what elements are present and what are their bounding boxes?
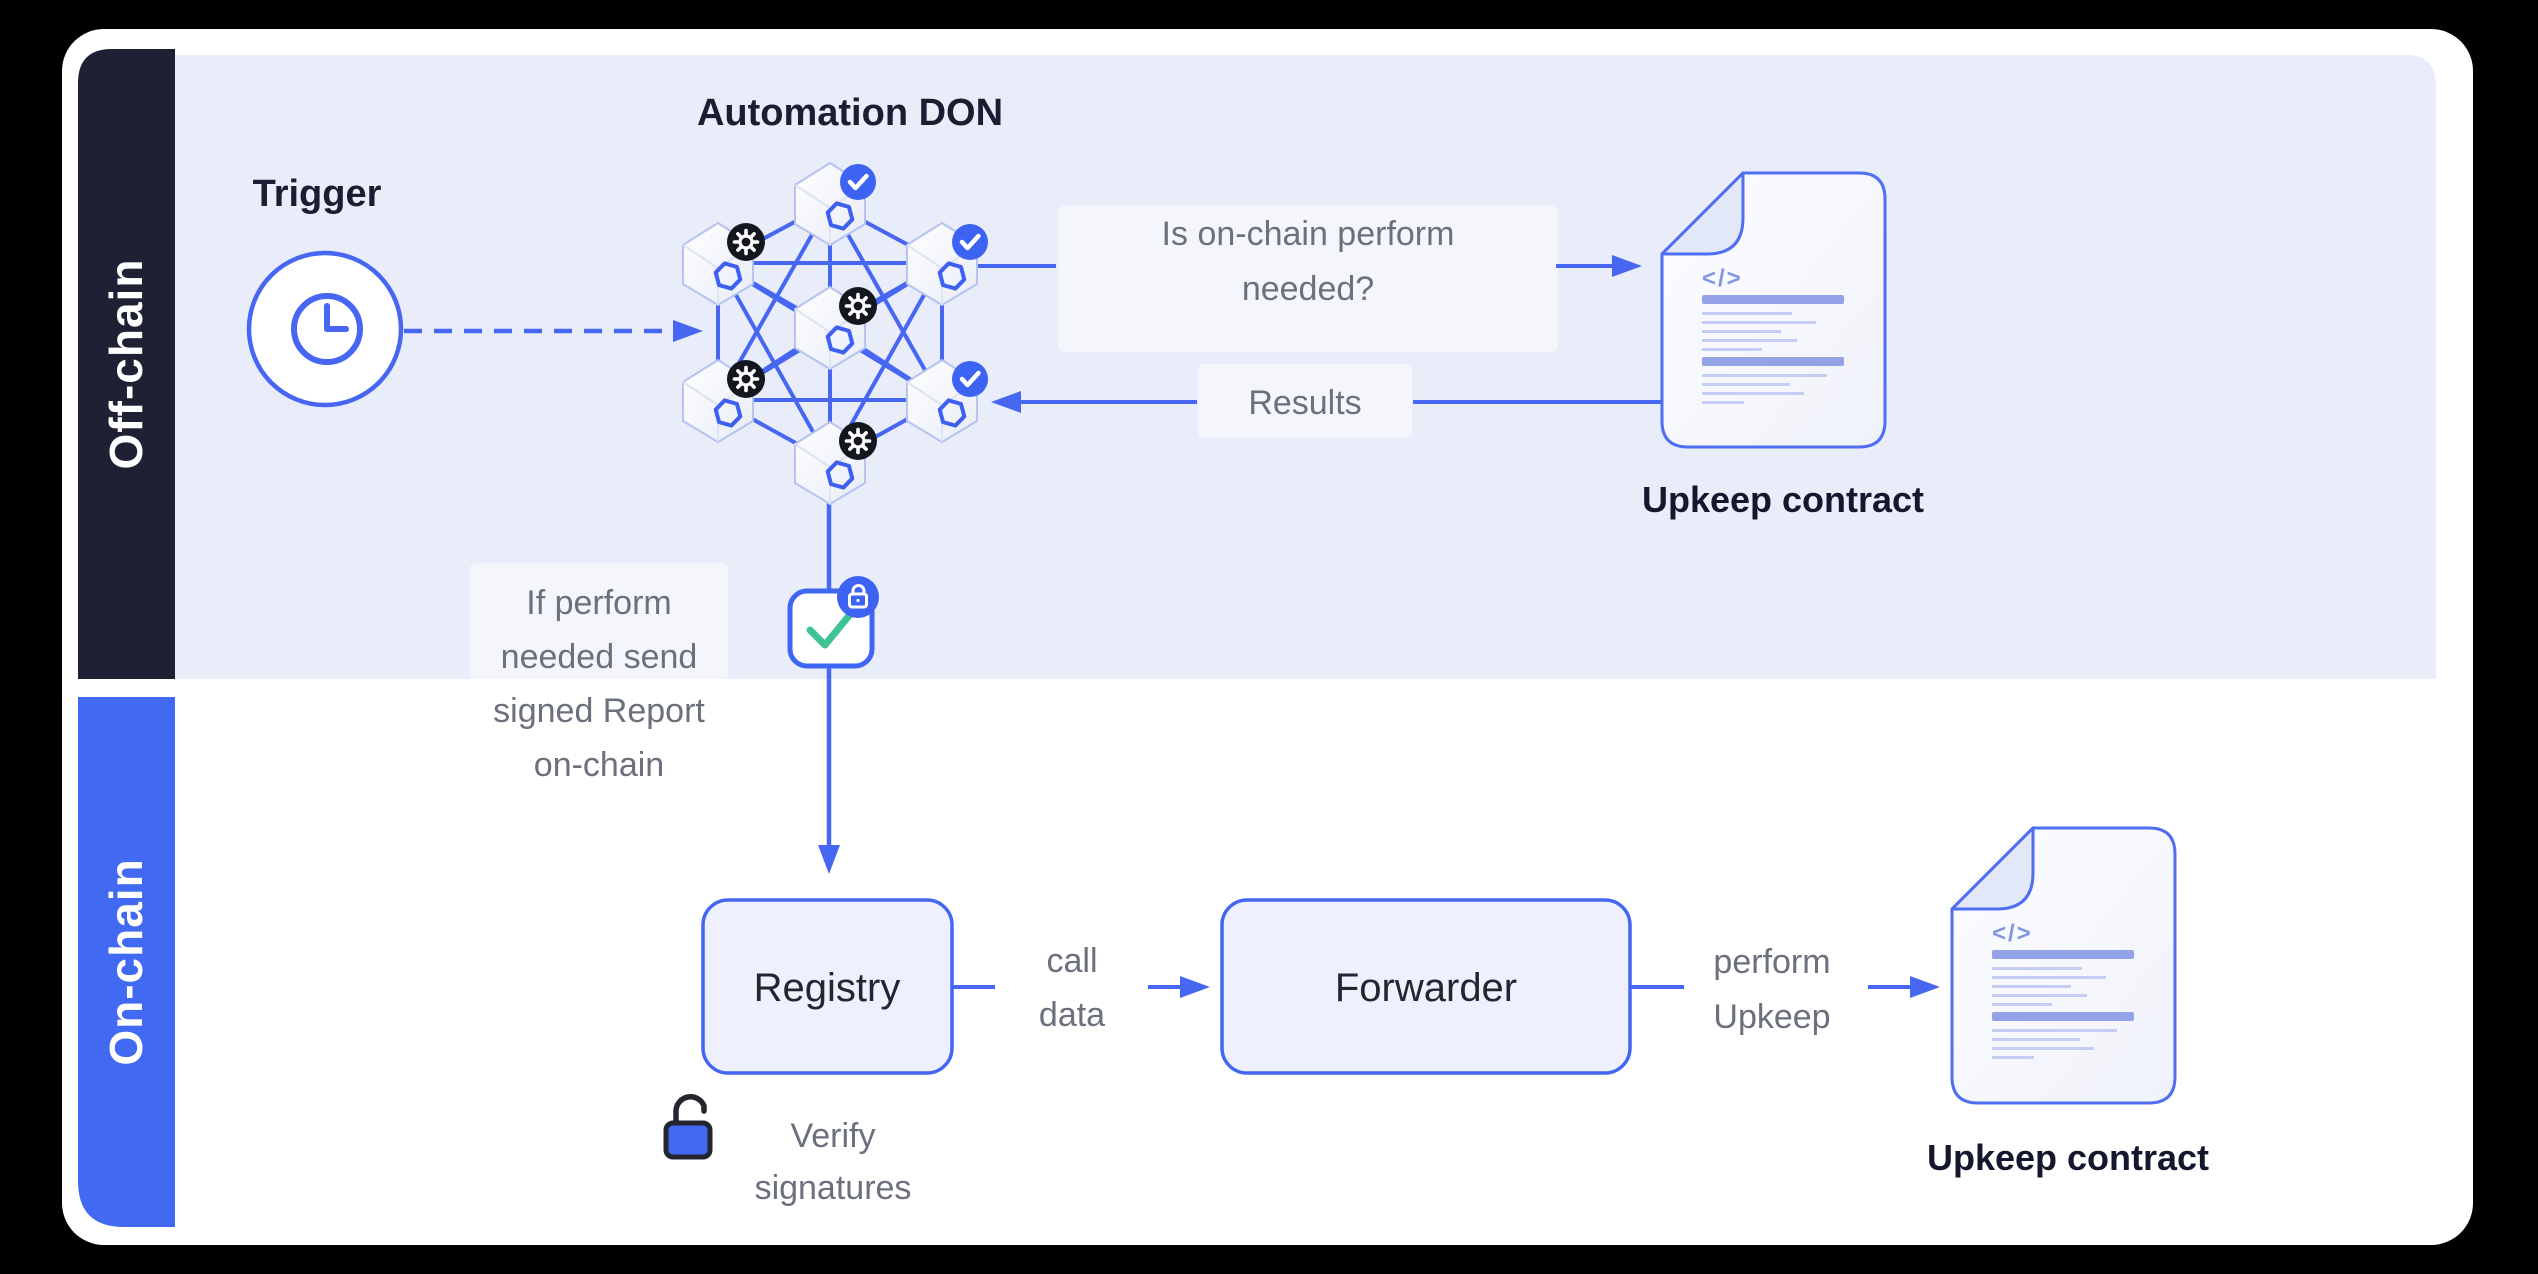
forwarder-box <box>1220 898 1632 1075</box>
upkeep-contract-label-offchain: Upkeep contract <box>1642 479 1924 520</box>
handoff-text-panel <box>470 563 728 681</box>
sidebar-offchain <box>78 49 175 679</box>
upkeep-contract-document-onchain: </> <box>1950 826 2177 1105</box>
lock-open-icon <box>663 1094 713 1160</box>
verify-line-1: Verify <box>790 1117 875 1155</box>
document-fold <box>1950 826 2035 911</box>
check-icon <box>952 224 988 260</box>
code-icon: </> <box>1702 265 1743 292</box>
sidebar-onchain-label: On-chain <box>100 858 152 1065</box>
handoff-line-4: on-chain <box>534 746 664 784</box>
perform-upkeep-line-2: Upkeep <box>1713 998 1830 1036</box>
trigger-arrowhead <box>673 320 703 342</box>
trigger-clock-icon <box>246 250 404 408</box>
don-title: Automation DON <box>697 92 1003 134</box>
question-text-panel <box>1058 206 1558 352</box>
perform-upkeep-line-1: perform <box>1713 943 1830 981</box>
question-line-2: needed? <box>1242 270 1374 308</box>
gear-icon <box>837 420 879 462</box>
question-to-contract-arrowhead <box>1612 255 1642 277</box>
gear-icon <box>837 285 879 327</box>
registry-box <box>701 898 954 1075</box>
report-to-registry-arrowhead <box>818 845 840 874</box>
call-data-line-2: data <box>1039 996 1105 1034</box>
check-icon <box>840 164 876 200</box>
verify-line-2: signatures <box>755 1169 912 1207</box>
document-fold <box>1660 171 1745 256</box>
forwarder-label: Forwarder <box>1335 966 1517 1010</box>
signed-report-box <box>787 576 879 669</box>
gear-icon <box>725 221 767 263</box>
trigger-label: Trigger <box>253 173 382 215</box>
results-arrowhead <box>991 391 1021 413</box>
perform-arrowhead <box>1910 976 1940 998</box>
gear-icon <box>725 358 767 400</box>
question-line-1: Is on-chain perform <box>1162 215 1455 253</box>
results-label: Results <box>1248 384 1361 422</box>
handoff-line-1: If perform <box>526 584 671 622</box>
code-icon: </> <box>1992 920 2033 947</box>
sidebar-offchain-label: Off-chain <box>100 259 152 470</box>
calldata-arrowhead <box>1180 976 1210 998</box>
sidebar-onchain <box>78 697 175 1227</box>
upkeep-contract-label-onchain: Upkeep contract <box>1927 1137 2209 1178</box>
call-data-line-1: call <box>1046 942 1097 980</box>
checkmark-icon <box>806 608 856 649</box>
handoff-line-2: needed send <box>501 638 698 676</box>
registry-label: Registry <box>754 966 901 1010</box>
check-icon <box>952 361 988 397</box>
lock-closed-icon <box>837 576 879 618</box>
results-text-panel <box>1198 364 1412 438</box>
upkeep-contract-document-offchain: </> <box>1660 171 1887 449</box>
handoff-line-3: signed Report <box>493 692 705 730</box>
